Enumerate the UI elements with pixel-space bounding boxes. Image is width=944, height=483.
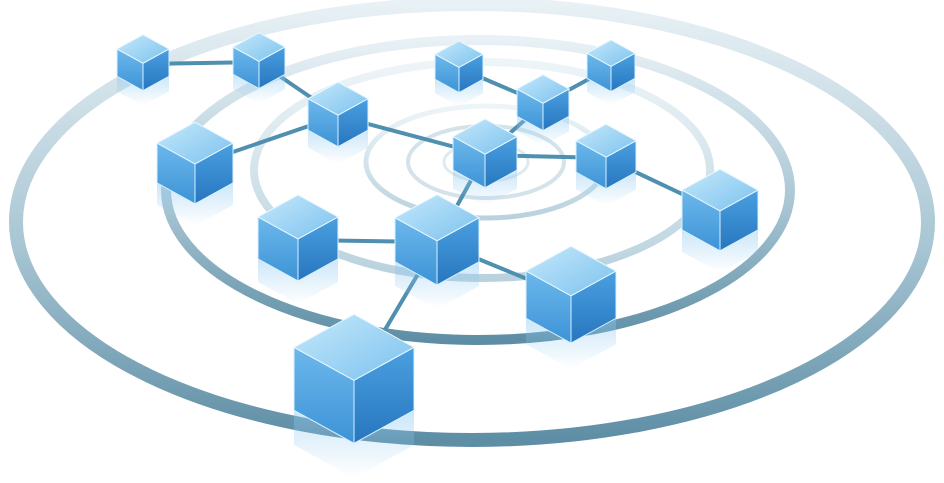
- network-node-cube: [292, 313, 416, 478]
- network-node-cube: [306, 81, 370, 164]
- cube-top-face: [231, 32, 287, 62]
- cube-top-face: [393, 194, 481, 242]
- cube-top-face: [306, 81, 370, 116]
- network-node-cube: [393, 194, 481, 310]
- network-node-cube: [680, 168, 760, 273]
- cube-top-face: [524, 245, 618, 297]
- cube-top-face: [680, 168, 760, 212]
- cube-top-face: [451, 118, 519, 155]
- network-node-cube: [585, 39, 637, 106]
- outer-ring: [9, 0, 935, 447]
- network-node-cube: [574, 123, 638, 206]
- network-nodes: [115, 32, 760, 478]
- cube-top-face: [292, 313, 416, 381]
- network-node-cube: [433, 40, 485, 107]
- network-node-cube: [115, 34, 171, 106]
- cube-top-face: [256, 194, 340, 240]
- network-node-cube: [155, 121, 235, 226]
- cube-top-face: [433, 40, 485, 68]
- cube-top-face: [155, 121, 235, 165]
- cube-top-face: [585, 39, 637, 67]
- cube-top-face: [515, 74, 571, 104]
- cube-top-face: [115, 34, 171, 64]
- network-node-cube: [231, 32, 287, 104]
- cube-top-face: [574, 123, 638, 158]
- network-node-cube: [256, 194, 340, 304]
- network-node-cube: [515, 74, 571, 146]
- network-node-cube: [451, 118, 519, 207]
- network-node-cube: [524, 245, 618, 369]
